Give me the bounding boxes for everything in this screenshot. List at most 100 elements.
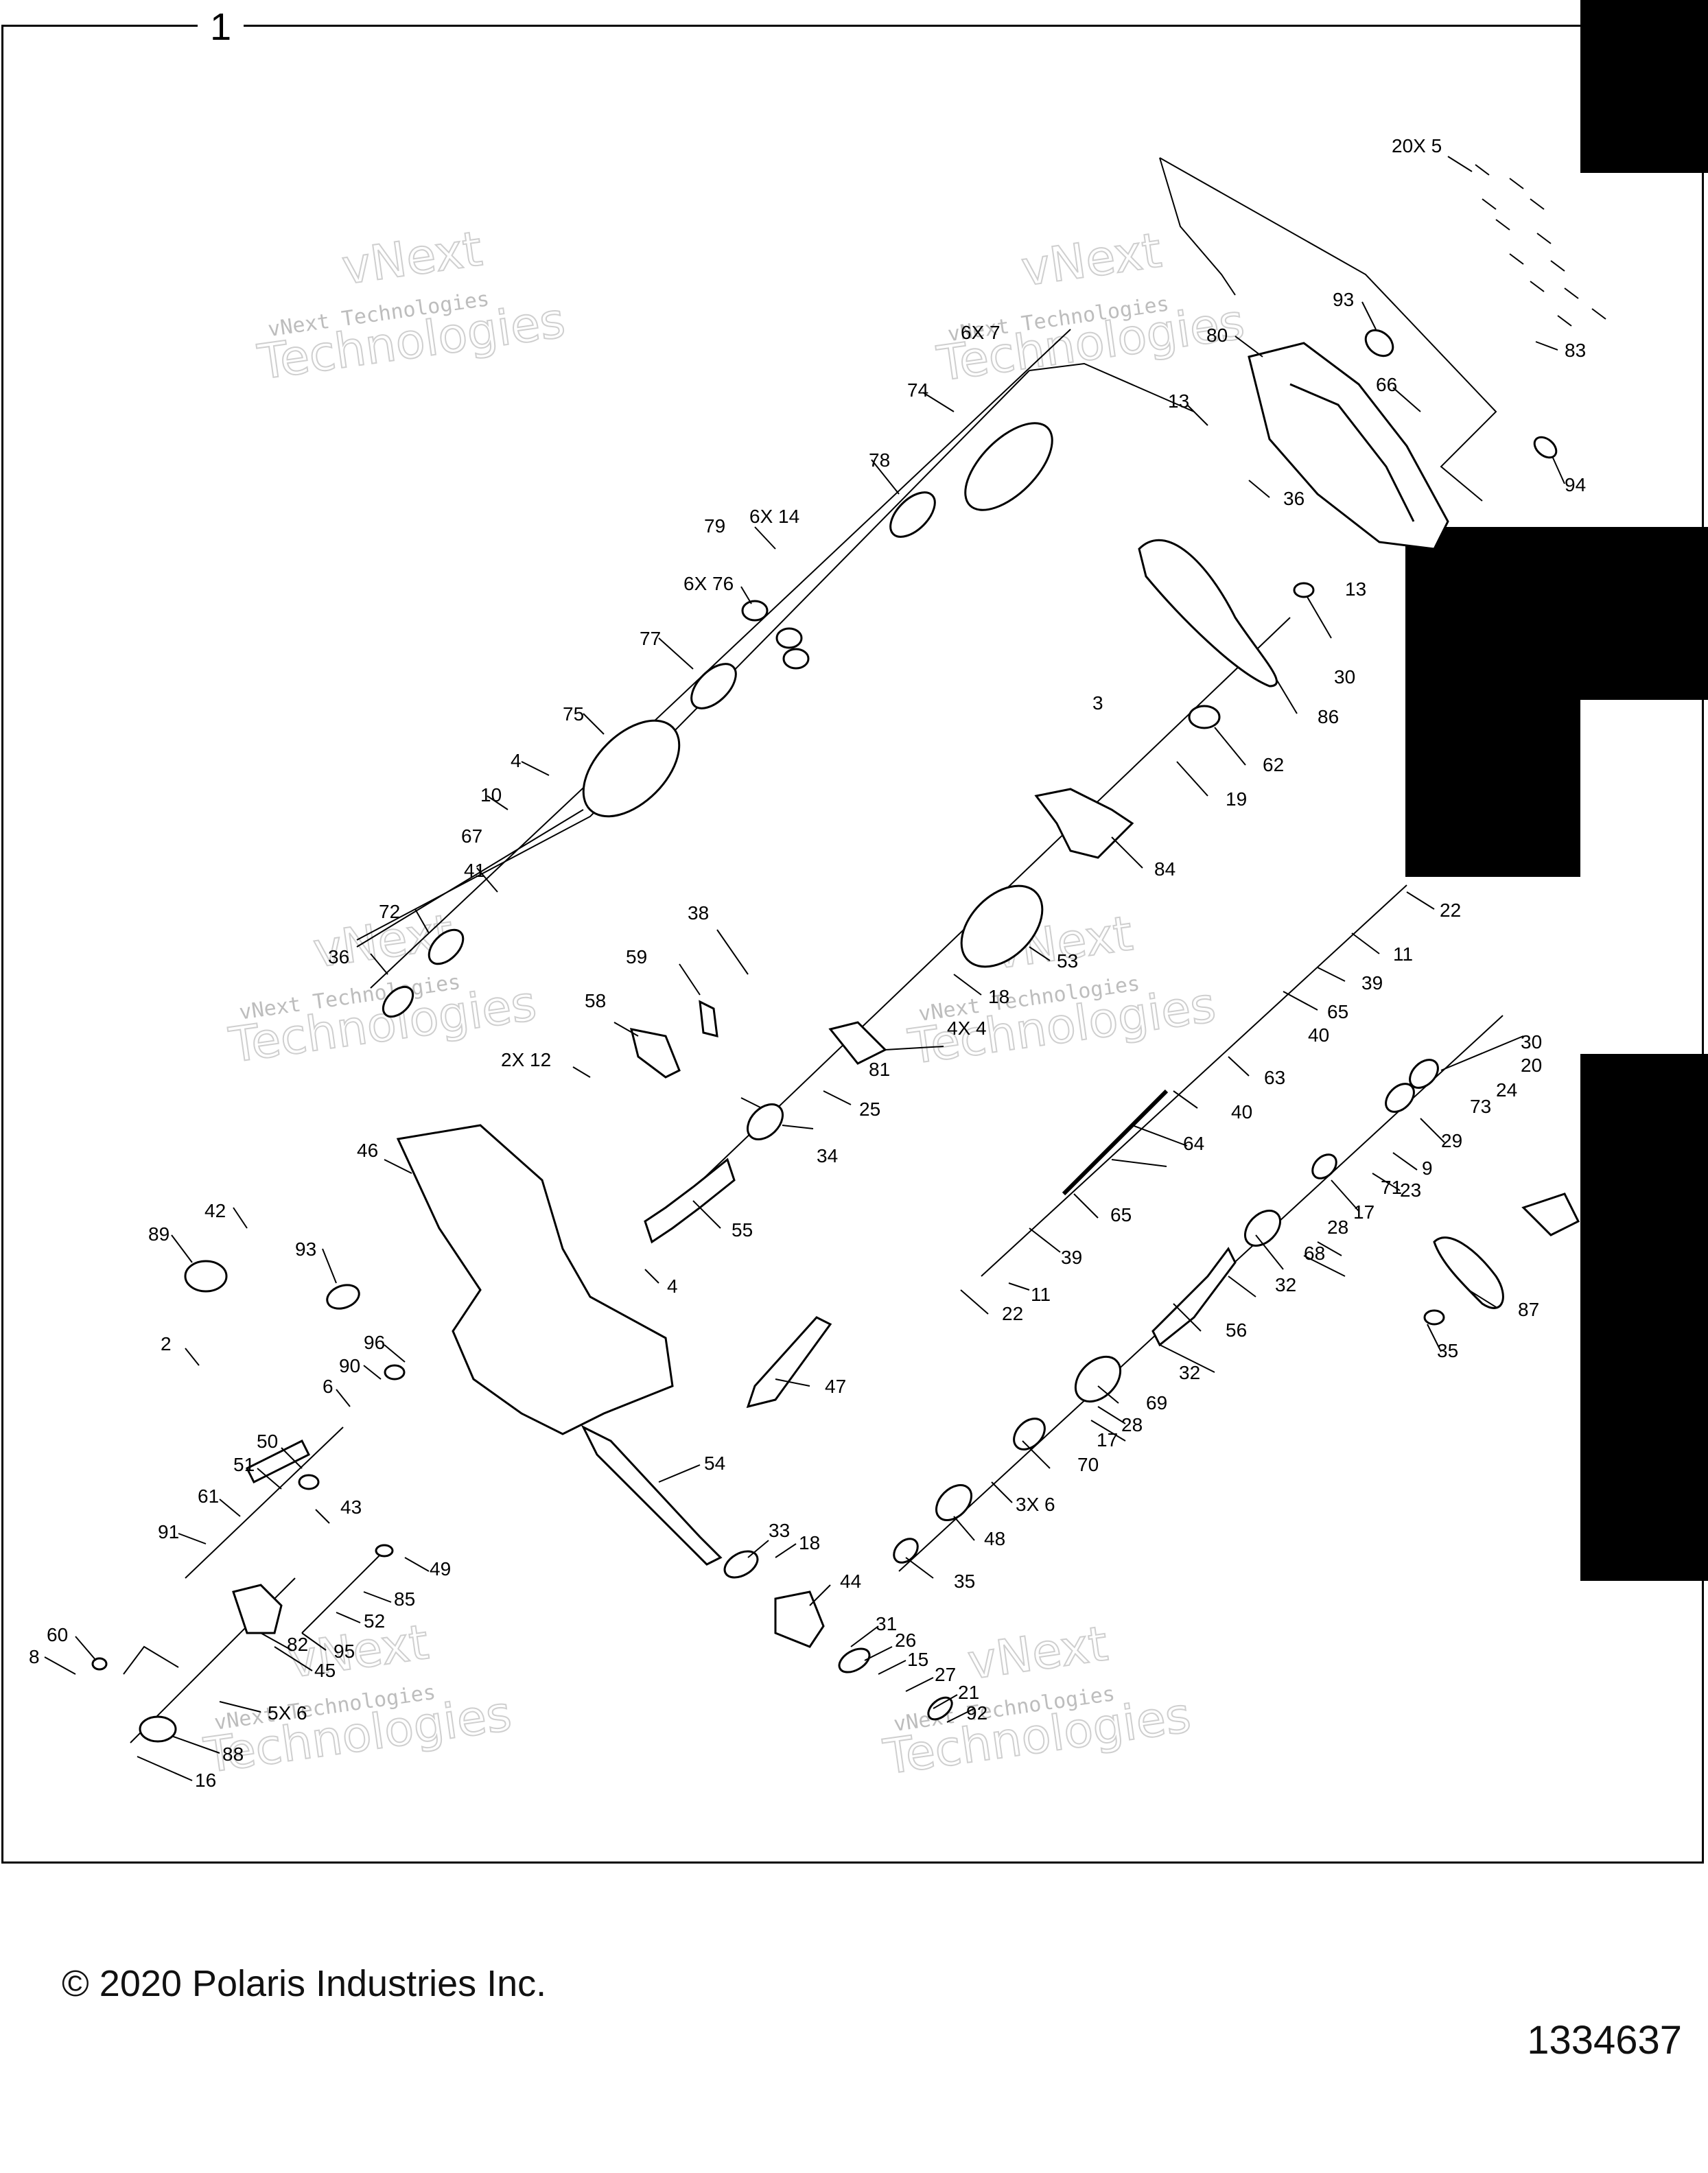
planet-gear-part — [775, 627, 803, 649]
callout-label: 21 — [958, 1682, 979, 1703]
callout-label: 2X 12 — [501, 1049, 551, 1070]
callout-label: 55 — [732, 1219, 753, 1241]
watermark-text: vNext — [1018, 222, 1165, 298]
callout-label: 63 — [1264, 1067, 1285, 1088]
callout-label: 3 — [1092, 692, 1103, 714]
callout-label: 90 — [339, 1355, 360, 1376]
watermark-text: vNext — [338, 220, 485, 296]
bearing-part — [893, 1538, 919, 1564]
callout-label: 65 — [1110, 1204, 1132, 1225]
lever-part — [629, 1028, 681, 1079]
callout-label: 94 — [1565, 474, 1586, 495]
ring-gear-part — [964, 422, 1053, 511]
seal-part — [1364, 329, 1394, 357]
callout-label: 15 — [907, 1649, 928, 1670]
callout-label: 85 — [394, 1588, 415, 1610]
callout-label: 28 — [1327, 1217, 1348, 1238]
axle-part — [1521, 1193, 1580, 1236]
callout-label: 4X 4 — [947, 1018, 987, 1039]
callout-label: 82 — [287, 1634, 308, 1655]
callout-label: 28 — [1121, 1414, 1143, 1435]
callout-label: 41 — [464, 860, 485, 881]
callout-label: 32 — [1179, 1362, 1200, 1383]
callout-label: 17 — [1353, 1201, 1374, 1223]
watermark-text: vNext — [964, 1615, 1111, 1691]
callout-label: 88 — [222, 1743, 244, 1765]
callout-label: 71 — [1381, 1177, 1402, 1198]
shaft-part — [644, 1158, 736, 1244]
callout-label: 50 — [257, 1431, 278, 1452]
planet-gear-part — [741, 600, 769, 622]
callout-label: 95 — [334, 1641, 355, 1662]
main-case-part — [396, 1124, 674, 1435]
callout-label: 11 — [1031, 1284, 1051, 1305]
redaction-block — [1405, 700, 1580, 877]
callout-label: 40 — [1308, 1024, 1329, 1046]
callout-label: 70 — [1077, 1454, 1099, 1475]
axis-line — [185, 1426, 344, 1579]
outline-case-cover — [1159, 157, 1236, 296]
bearing-part — [723, 1550, 759, 1579]
diagram-frame — [1, 25, 1704, 1864]
callout-label: 91 — [158, 1521, 179, 1542]
sensor-part — [384, 1364, 406, 1381]
callout-label: 24 — [1496, 1079, 1517, 1101]
planet-gear-part — [782, 648, 810, 670]
sun-gear-part — [889, 491, 936, 538]
callout-label: 42 — [204, 1200, 226, 1221]
gear-part — [298, 1474, 320, 1490]
lever-part — [699, 1000, 718, 1037]
callout-label: 22 — [1440, 900, 1461, 921]
callout-label: 36 — [328, 946, 349, 967]
gear-part — [1244, 1210, 1281, 1247]
callout-label: 93 — [1333, 289, 1354, 310]
shaft-part — [581, 1424, 723, 1566]
callout-label: 39 — [1061, 1247, 1082, 1268]
callout-label: 6X 7 — [961, 322, 1001, 343]
axis-line — [301, 1550, 385, 1634]
callout-label: 68 — [1304, 1243, 1325, 1264]
shaft-part — [1151, 1247, 1237, 1347]
seal-part — [326, 1284, 360, 1310]
outline-stack — [356, 809, 584, 948]
callout-label: 18 — [799, 1532, 820, 1553]
leader-lines — [44, 156, 1565, 1781]
callout-label: 19 — [1226, 788, 1247, 810]
large-gear-part — [582, 719, 681, 818]
callout-label: 48 — [984, 1528, 1005, 1549]
callout-label: 86 — [1318, 706, 1339, 727]
shift-rod-part — [1062, 1089, 1169, 1196]
callout-label: 22 — [1002, 1303, 1023, 1324]
callout-label: 27 — [935, 1664, 956, 1685]
assembly-outlines — [123, 157, 1497, 1675]
gear-part — [1385, 1083, 1415, 1113]
callout-label: 77 — [640, 628, 661, 649]
callout-label: 6X 14 — [749, 506, 799, 527]
callout-label: 8 — [29, 1646, 40, 1667]
parts — [91, 164, 1606, 1743]
outline-pump — [123, 1645, 179, 1675]
axis-line — [981, 884, 1407, 1277]
callout-label: 10 — [480, 784, 502, 806]
shaft-part — [746, 1316, 832, 1409]
callout-label: 11 — [1393, 943, 1413, 965]
callout-label: 78 — [869, 449, 890, 471]
drive-belt-part — [1138, 539, 1278, 688]
callout-label: 33 — [769, 1520, 790, 1541]
callout-label: 4 — [511, 750, 522, 771]
callout-label: 53 — [1057, 950, 1078, 972]
callout-label: 34 — [817, 1145, 838, 1166]
ring-part — [927, 1696, 953, 1721]
callout-label: 81 — [869, 1059, 890, 1080]
axis-line — [370, 329, 1071, 989]
outline-planetary — [1029, 362, 1195, 412]
callout-label: 29 — [1441, 1130, 1462, 1151]
callout-label: 26 — [895, 1630, 916, 1651]
callout-label: 96 — [364, 1332, 385, 1353]
redaction-block — [1405, 527, 1708, 700]
callout-label: 66 — [1376, 374, 1397, 395]
callout-label: 40 — [1231, 1101, 1252, 1123]
seal-part — [382, 985, 414, 1018]
callout-label: 9 — [1422, 1158, 1433, 1179]
